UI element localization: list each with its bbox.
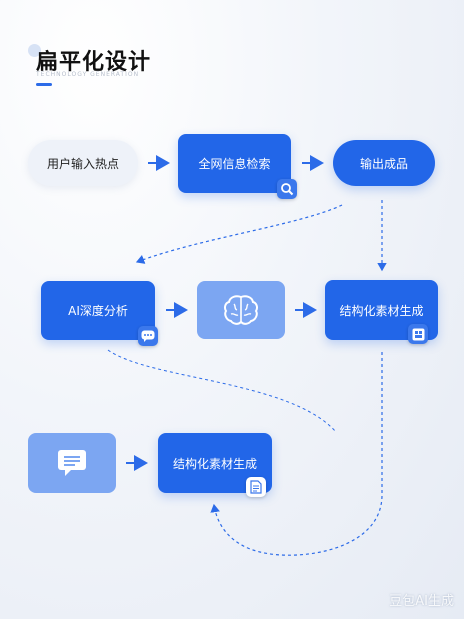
page-title: 扁平化设计: [36, 50, 152, 75]
node-ai-analysis-label: AI深度分析: [68, 304, 128, 318]
message-icon: [58, 450, 86, 476]
node-structured-2-label: 结构化素材生成: [172, 456, 257, 471]
page-subtitle: TECHNOLOGY GENERATION: [36, 71, 140, 78]
watermark: 豆包AI生成: [389, 594, 454, 609]
arrow-output-to-analysis: [135, 204, 343, 264]
node-document: [28, 433, 116, 493]
node-output: 输出成品: [333, 140, 435, 186]
brain-icon: [224, 295, 258, 325]
chat-bubble-icon: [138, 326, 158, 346]
node-ai-analysis: AI深度分析: [41, 281, 158, 346]
node-brain: [197, 281, 285, 339]
node-user-input-label: 用户输入热点: [46, 156, 119, 171]
title-decoration-dot: [28, 44, 41, 57]
connector-analysis-curve: [107, 349, 337, 433]
node-output-label: 输出成品: [359, 156, 408, 171]
arrow-structured-loop: [210, 352, 383, 556]
node-search: 全网信息检索: [178, 134, 297, 199]
node-structured-2: 结构化素材生成: [158, 433, 272, 497]
magnifier-icon: [277, 179, 297, 199]
document-icon: [246, 477, 266, 497]
node-structured-1: 结构化素材生成: [325, 280, 438, 344]
node-structured-1-label: 结构化素材生成: [339, 303, 424, 318]
content-blocks-icon: [408, 324, 428, 344]
node-user-input: 用户输入热点: [28, 140, 138, 186]
node-search-label: 全网信息检索: [198, 157, 271, 171]
title-underline: [36, 83, 52, 86]
